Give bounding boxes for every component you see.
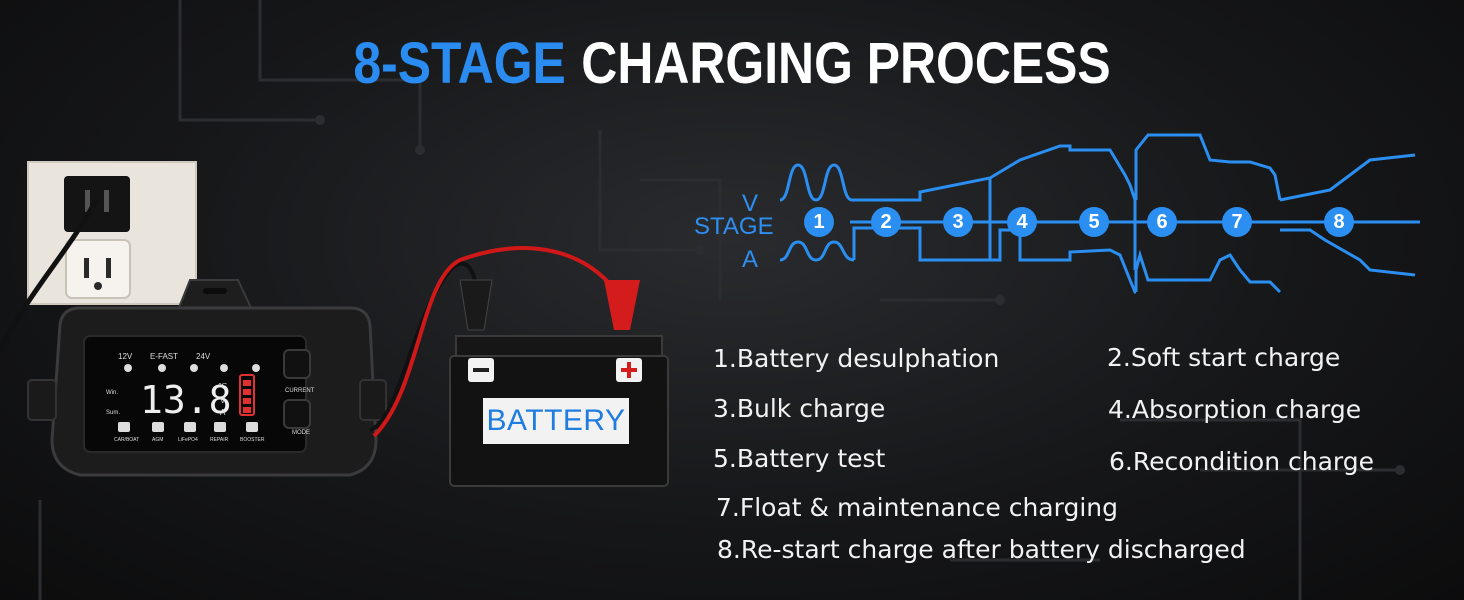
mode-repair: REPAIR <box>210 437 229 443</box>
legend-item-3: 3.Bulk charge <box>713 394 886 423</box>
legend-item-2: 2.Soft start charge <box>1107 343 1341 372</box>
charger-24v-label: 24V <box>196 352 211 361</box>
charger-unit-c: ℃ <box>218 382 227 391</box>
battery-with-cables <box>369 246 669 487</box>
mode-booster: BOOSTER <box>240 437 265 443</box>
mode-car-boat: CAR/BOAT <box>114 437 140 443</box>
legend-item-5: 5.Battery test <box>713 444 886 473</box>
charger-win-label: Win. <box>106 390 118 396</box>
diagram-label-v: V <box>742 190 759 217</box>
stage-marker-4: 4 <box>1007 207 1037 237</box>
stage-marker-8: 8 <box>1324 207 1354 237</box>
charger-display-value: 13.8 <box>140 378 232 422</box>
title-highlight: 8-STAGE <box>353 31 566 96</box>
stage-marker-6: 6 <box>1147 207 1177 237</box>
charger-brand: E-FAST <box>150 352 179 361</box>
charger-unit-v: V <box>220 396 226 405</box>
charger-12v-label: 12V <box>118 352 133 361</box>
mode-button[interactable]: MODE <box>292 430 310 436</box>
mode-lifepo4: LiFePO4 <box>178 437 198 443</box>
mode-agm: AGM <box>152 437 164 443</box>
stage-marker-3: 3 <box>943 207 973 237</box>
stage-marker-5: 5 <box>1079 207 1109 237</box>
title-rest: CHARGING PROCESS <box>581 31 1111 96</box>
battery-label: BATTERY <box>483 398 629 444</box>
wall-outlet <box>0 161 197 352</box>
stage-marker-1: 1 <box>804 207 834 237</box>
legend-item-1: 1.Battery desulphation <box>713 344 1000 373</box>
current-button[interactable]: CURRENT <box>285 388 315 394</box>
stage-marker-7: 7 <box>1222 207 1252 237</box>
charger-sum-label: Sum. <box>106 410 121 416</box>
legend-item-7: 7.Float & maintenance charging <box>716 493 1118 522</box>
stage-marker-2: 2 <box>871 207 901 237</box>
diagram-label-stage: STAGE <box>694 213 774 240</box>
legend-item-8: 8.Re-start charge after battery discharg… <box>717 535 1246 564</box>
charger-unit-a: A <box>220 408 226 417</box>
legend-item-6: 6.Recondition charge <box>1109 447 1375 476</box>
battery-charger <box>27 279 387 477</box>
diagram-label-a: A <box>742 246 759 273</box>
legend-item-4: 4.Absorption charge <box>1108 395 1362 424</box>
